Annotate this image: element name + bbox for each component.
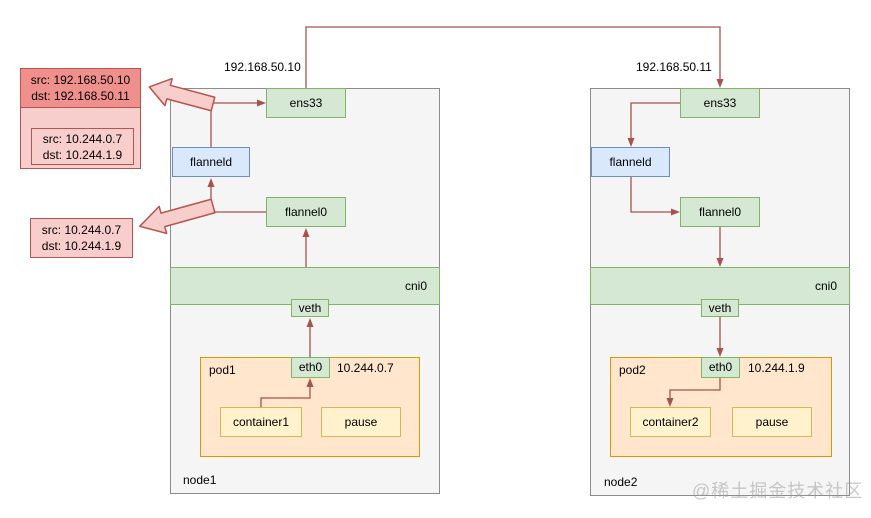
cni0-label-node2: cni0 (814, 278, 837, 293)
pause-label-pod2: pause (755, 414, 789, 429)
eth0-box-pod2: eth0 (701, 357, 740, 378)
packet-plain-box: src: 10.244.0.7 dst: 10.244.1.9 (30, 218, 133, 258)
veth-label-node1: veth (298, 300, 322, 315)
container1-box: container1 (220, 407, 302, 437)
node1-name-label: node1 (183, 473, 217, 487)
veth-box-node1: veth (291, 299, 329, 317)
container1-label: container1 (232, 414, 290, 429)
node2-ip-label: 192.168.50.11 (636, 60, 712, 74)
packet-outer-dst: dst: 192.168.50.11 (31, 89, 130, 103)
ens33-label-node2: ens33 (703, 95, 737, 110)
node2-name-label: node2 (604, 475, 638, 489)
veth-box-node2: veth (701, 299, 739, 317)
arrowhead-ens33-node2 (716, 79, 724, 88)
eth0-label-pod1: eth0 (298, 360, 323, 375)
container2-box: container2 (630, 407, 711, 437)
ens33-label-node1: ens33 (289, 95, 323, 110)
packet-inner-dst: dst: 10.244.1.9 (42, 147, 123, 162)
pod1-ip-label: 10.244.0.7 (337, 361, 394, 375)
packet-inner-box: src: 10.244.0.7 dst: 10.244.1.9 (31, 128, 134, 165)
line-ens33-to-ens33 (305, 26, 721, 88)
packet-outer-header: src: 192.168.50.10 dst: 192.168.50.11 (21, 69, 140, 108)
veth-label-node2: veth (708, 300, 732, 315)
cni0-label-node1: cni0 (404, 278, 427, 293)
flanneld-box-node2: flanneld (591, 147, 670, 177)
flanneld-label-node2: flanneld (609, 154, 652, 169)
ens33-box-node1: ens33 (266, 88, 346, 118)
flanneld-box-node1: flanneld (172, 147, 250, 177)
packet-inner-src: src: 10.244.0.7 (42, 131, 123, 146)
pause-box-pod1: pause (321, 407, 401, 437)
flannel0-label-node1: flannel0 (284, 204, 328, 219)
pause-label-pod1: pause (344, 414, 378, 429)
node1-ip-label: 192.168.50.10 (224, 60, 301, 74)
eth0-label-pod2: eth0 (708, 360, 733, 375)
pod1-label: pod1 (209, 363, 236, 377)
flannel0-box-node2: flannel0 (680, 197, 760, 227)
packet-outer-src: src: 192.168.50.10 (30, 73, 131, 87)
packet-capsule-box: src: 192.168.50.10 dst: 192.168.50.11 sr… (20, 68, 141, 169)
flannel0-box-node1: flannel0 (266, 197, 346, 227)
eth0-box-pod1: eth0 (291, 357, 330, 378)
pod2-label: pod2 (619, 363, 646, 377)
flannel0-label-node2: flannel0 (698, 204, 742, 219)
packet-plain-src: src: 10.244.0.7 (41, 223, 122, 237)
packet-plain-dst: dst: 10.244.1.9 (41, 239, 122, 253)
ens33-box-node2: ens33 (680, 88, 760, 118)
pause-box-pod2: pause (732, 407, 812, 437)
cni0-bridge-node2: cni0 (590, 267, 850, 305)
pod2-ip-label: 10.244.1.9 (748, 361, 805, 375)
container2-label: container2 (642, 414, 699, 429)
flanneld-label-node1: flanneld (189, 154, 233, 169)
watermark-text: @稀土掘金技术社区 (692, 481, 864, 501)
